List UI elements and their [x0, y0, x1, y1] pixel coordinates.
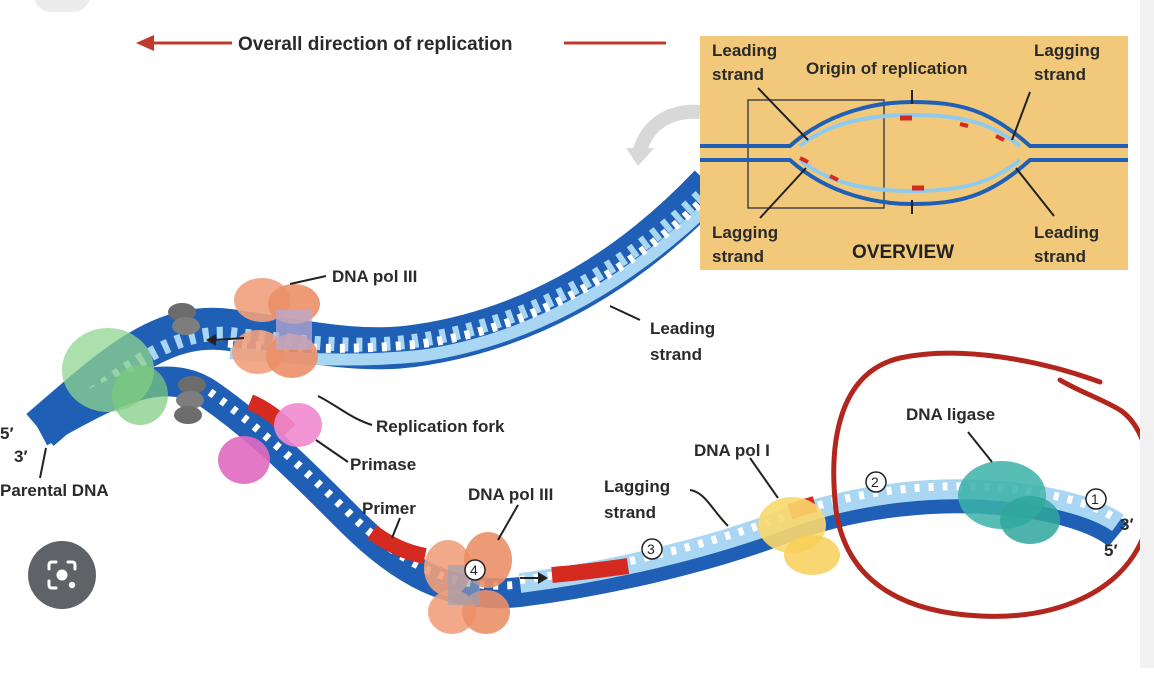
label-dna-pol-iii-top: DNA pol III: [332, 267, 417, 286]
leader-lines: [39, 275, 993, 541]
step-2: 2: [865, 471, 887, 493]
lens-button[interactable]: [28, 541, 96, 609]
primase-protein: [218, 403, 322, 484]
direction-arrow: Overall direction of replication: [136, 34, 666, 55]
label-dna-ligase: DNA ligase: [906, 405, 995, 424]
svg-text:3: 3: [647, 541, 655, 557]
label-replication-fork: Replication fork: [376, 417, 505, 436]
pol-arrow-upper: [213, 337, 245, 341]
helicase: [62, 328, 168, 425]
label-parental-dna: Parental DNA: [0, 481, 109, 500]
zoom-arrow: [633, 104, 701, 153]
dna-ligase-protein: [958, 461, 1060, 544]
label-primer: Primer: [362, 499, 416, 518]
svg-text:4: 4: [470, 562, 478, 578]
step-4: 4: [464, 559, 486, 581]
dna-pol-iii-upper: [232, 278, 320, 378]
step-1: 1: [1085, 488, 1107, 510]
zoom-arrow-head: [626, 148, 654, 166]
label-primase: Primase: [350, 455, 416, 474]
label-3-prime-right: 3′: [1120, 515, 1134, 534]
dna-pol-iii-lower: [424, 532, 512, 634]
direction-label: Overall direction of replication: [238, 34, 513, 55]
pol-arrow-upper-head: [206, 334, 216, 346]
overview-zoom-box: [747, 99, 885, 209]
label-dna-pol-iii-bottom: DNA pol III: [468, 485, 553, 504]
label-dna-pol-i: DNA pol I: [694, 441, 770, 460]
topoisomerase-stack: [168, 303, 206, 424]
svg-text:2: 2: [871, 474, 879, 490]
step-3: 3: [641, 538, 663, 560]
svg-text:1: 1: [1091, 491, 1099, 507]
dna-pol-i-protein: [758, 497, 840, 575]
pol-arrow-lower-head: [538, 572, 548, 584]
overview-title: OVERVIEW: [852, 242, 954, 263]
camera-search-icon: [47, 560, 77, 590]
label-3-prime-left: 3′: [14, 447, 28, 466]
overview-origin: Origin of replication: [806, 59, 968, 78]
top-chip[interactable]: [34, 0, 90, 12]
page-scrollbar[interactable]: [1140, 0, 1154, 668]
label-5-prime-right: 5′: [1104, 541, 1118, 560]
label-5-prime-left: 5′: [0, 424, 14, 443]
